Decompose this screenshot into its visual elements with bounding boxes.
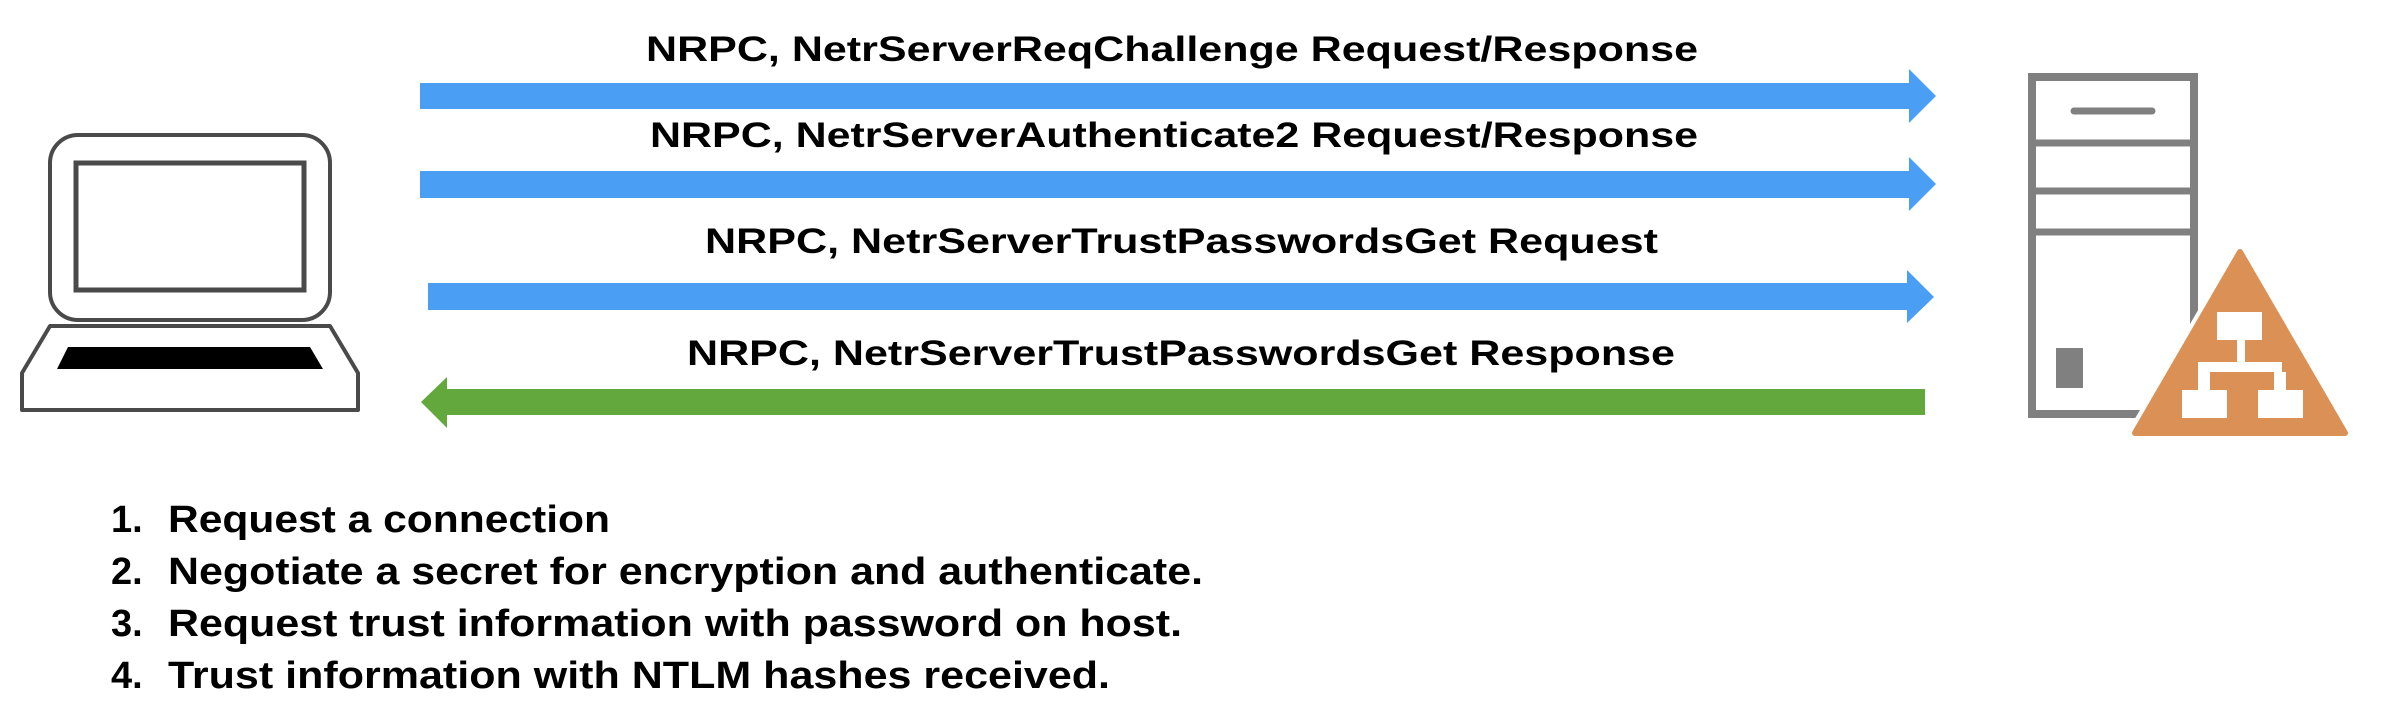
step-number: 4. bbox=[111, 655, 143, 697]
step-2: 2. Negotiate a secret for encryption and… bbox=[111, 551, 1203, 593]
laptop-icon bbox=[20, 133, 360, 412]
message-2: NRPC, NetrServerAuthenticate2 Request/Re… bbox=[420, 116, 1936, 211]
step-text: Request trust information with password … bbox=[168, 603, 1182, 645]
step-3: 3. Request trust information with passwo… bbox=[111, 603, 1182, 645]
server-icon bbox=[2028, 73, 2198, 418]
request-arrow-icon bbox=[420, 157, 1936, 211]
message-1: NRPC, NetrServerReqChallenge Request/Res… bbox=[420, 30, 1936, 123]
step-text: Negotiate a secret for encryption and au… bbox=[168, 551, 1203, 593]
step-1: 1. Request a connection bbox=[111, 499, 610, 541]
request-arrow-icon bbox=[428, 270, 1934, 323]
step-number: 1. bbox=[111, 499, 143, 541]
hierarchy-warning-badge-icon bbox=[2125, 243, 2355, 442]
message-3: NRPC, NetrServerTrustPasswordsGet Reques… bbox=[428, 222, 1934, 323]
steps-list: 1. Request a connection 2. Negotiate a s… bbox=[111, 499, 1203, 697]
request-arrow-icon bbox=[420, 69, 1936, 123]
step-number: 3. bbox=[111, 603, 143, 645]
response-arrow-icon bbox=[421, 377, 1925, 428]
message-4-label: NRPC, NetrServerTrustPasswordsGet Respon… bbox=[687, 334, 1675, 373]
message-2-label: NRPC, NetrServerAuthenticate2 Request/Re… bbox=[650, 116, 1698, 155]
step-text: Request a connection bbox=[168, 499, 610, 541]
message-4: NRPC, NetrServerTrustPasswordsGet Respon… bbox=[421, 334, 1925, 428]
step-text: Trust information with NTLM hashes recei… bbox=[168, 655, 1110, 697]
step-number: 2. bbox=[111, 551, 143, 593]
message-3-label: NRPC, NetrServerTrustPasswordsGet Reques… bbox=[705, 222, 1658, 261]
step-4: 4. Trust information with NTLM hashes re… bbox=[111, 655, 1110, 697]
message-1-label: NRPC, NetrServerReqChallenge Request/Res… bbox=[646, 30, 1698, 69]
